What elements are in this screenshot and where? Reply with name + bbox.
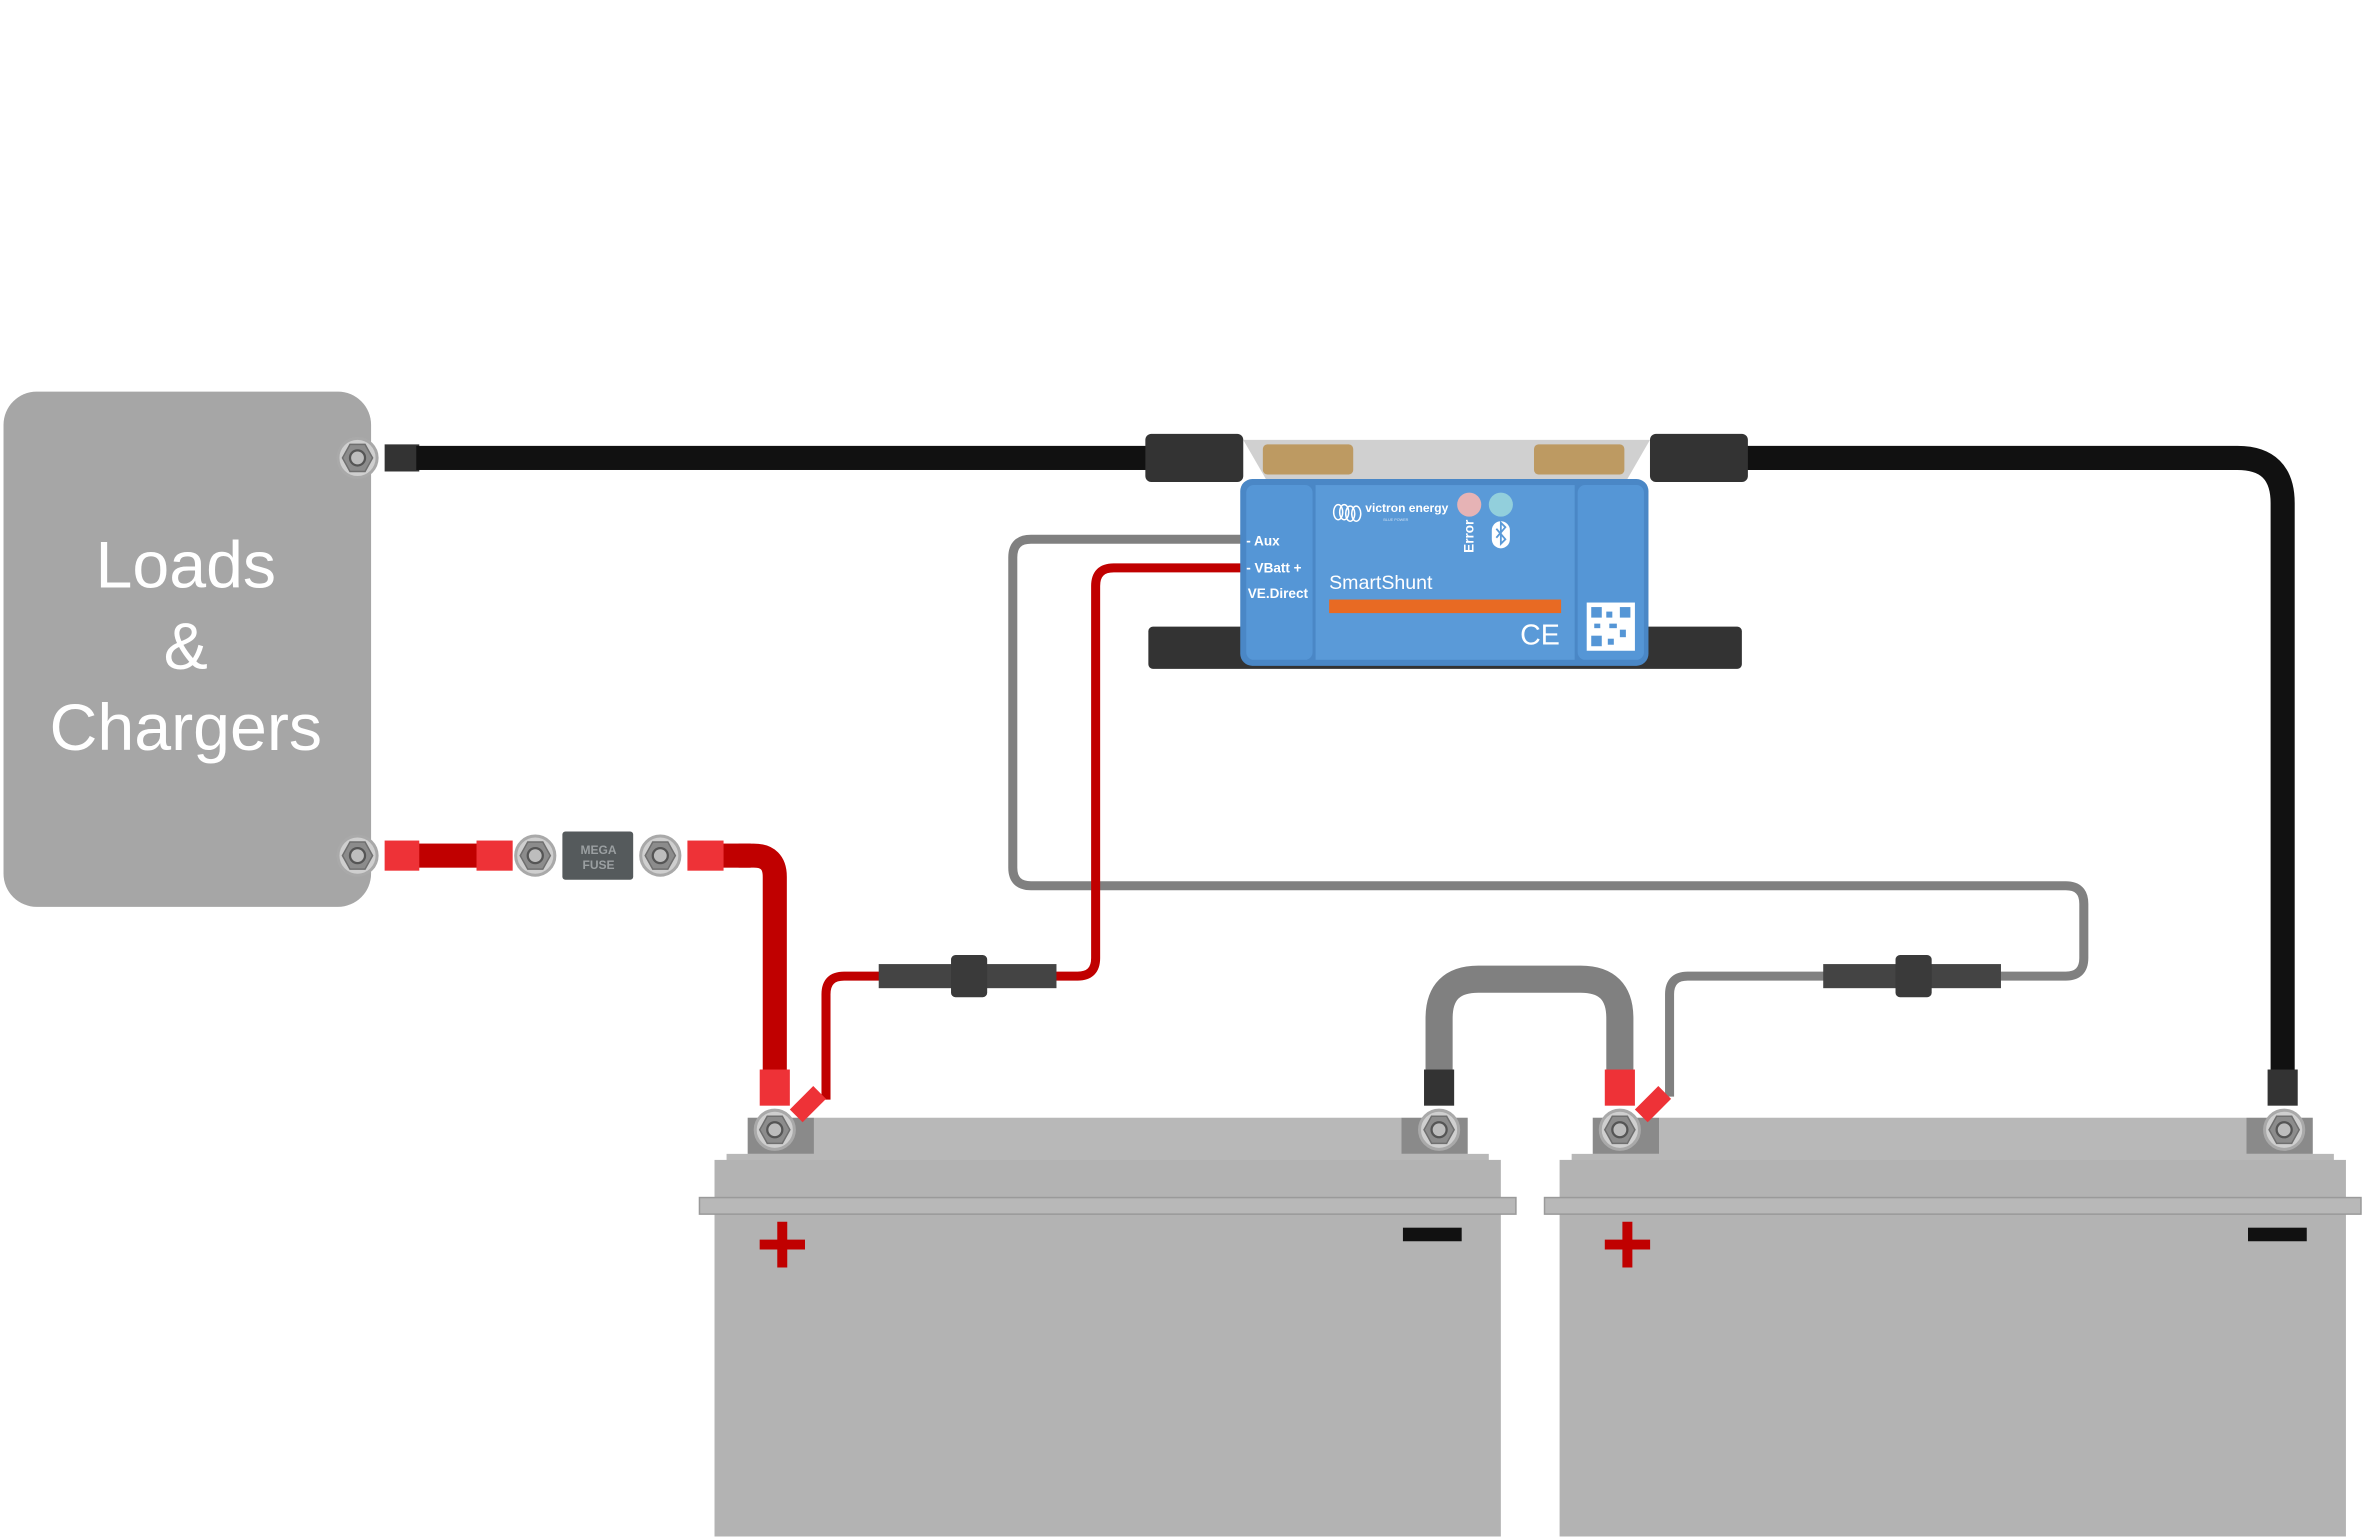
loads-and-chargers-box: Loads & Chargers <box>3 391 379 907</box>
model-label: SmartShunt <box>1329 572 1433 594</box>
victron-logo-icon <box>1332 503 1362 522</box>
series-link-cable <box>1425 965 1634 1073</box>
ce-mark: CE <box>1520 620 1560 652</box>
battery-1: + <box>698 1086 1517 1537</box>
vbatt-fuse-holder <box>951 955 988 998</box>
positive-terminal-icon <box>336 834 379 877</box>
port-vedirect-label: VE.Direct <box>1248 586 1309 601</box>
tagline-label: BLUE POWER <box>1383 518 1408 522</box>
aux-fuse-holder <box>1895 955 1932 998</box>
battery-1-plus-sign: + <box>756 1193 809 1294</box>
error-led <box>1457 492 1482 517</box>
mega-fuse: MEGA FUSE <box>562 831 634 880</box>
negative-cable <box>384 433 2298 1106</box>
qr-code-icon <box>1586 602 1635 651</box>
brand-label: victron energy <box>1365 501 1448 515</box>
bluetooth-icon <box>1491 520 1510 549</box>
error-label: Error <box>1462 519 1477 553</box>
fuse-label-2: FUSE <box>582 858 614 872</box>
negative-terminal-icon <box>336 436 379 480</box>
ampersand-label: & <box>164 610 208 684</box>
vbatt-sense-cable <box>821 563 1244 1100</box>
aux-sense-cable <box>1008 534 2089 1097</box>
chargers-label: Chargers <box>50 691 323 765</box>
battery-2-plus-sign: + <box>1601 1193 1654 1294</box>
battery-1-minus-sign <box>1402 1227 1462 1242</box>
battery-2: + <box>1543 1086 2362 1537</box>
link-lug-positive <box>1604 1069 1635 1106</box>
port-vbatt-label: - VBatt + <box>1246 560 1301 575</box>
battery-2-minus-sign <box>2248 1227 2307 1242</box>
fuse-label-1: MEGA <box>580 843 616 857</box>
loads-label: Loads <box>96 528 277 602</box>
bluetooth-led <box>1488 492 1513 517</box>
positive-cable <box>384 834 790 1106</box>
link-lug-negative <box>1424 1069 1455 1106</box>
orange-stripe <box>1329 599 1562 614</box>
smartshunt: - Aux - VBatt + VE.Direct victron energy… <box>1148 439 1742 669</box>
port-aux-label: - Aux <box>1246 533 1280 548</box>
